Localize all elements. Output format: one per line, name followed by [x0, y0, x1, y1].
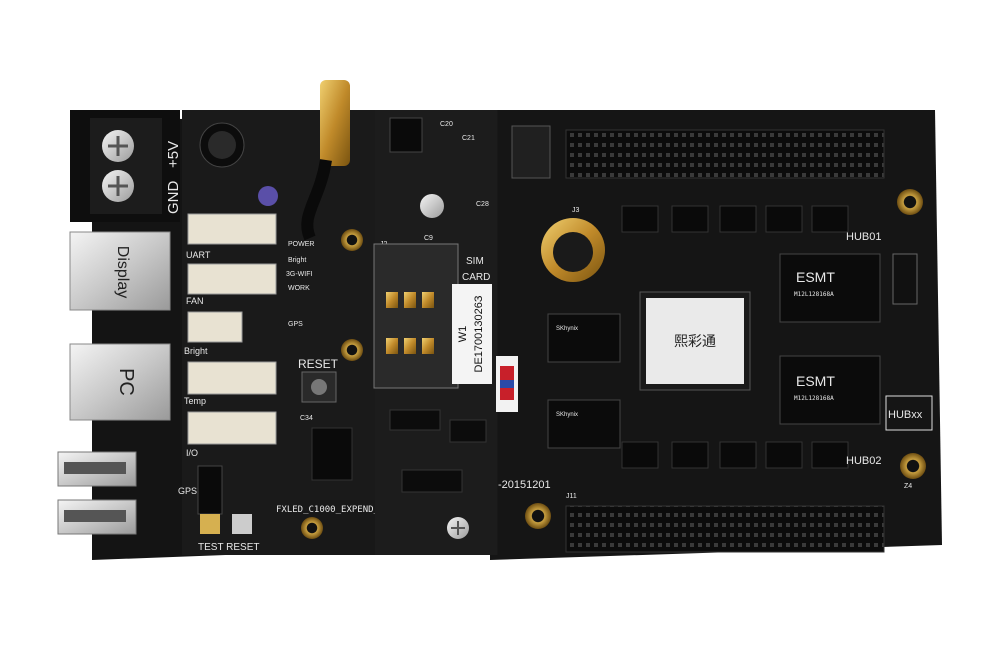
esmt-chip-upper: ESMT M12L128168A [779, 253, 881, 323]
bright-label: Bright [184, 346, 208, 356]
c20-label: C20 [440, 121, 453, 128]
sim-card-label: CARD [462, 272, 490, 283]
j3-label: J3 [572, 207, 580, 214]
hubxx-label: HUBxx [888, 409, 923, 421]
buffer-chip [719, 441, 757, 469]
sdram-chip-left-2: SKhynix [547, 399, 621, 449]
io-label: I/O [186, 448, 198, 458]
hub02-label: HUB02 [846, 455, 881, 467]
z4-label: Z4 [904, 483, 912, 490]
sticker-w1: W1 [457, 326, 469, 343]
chip-logo: 熙彩通 [674, 334, 716, 350]
esmt-brand: ESMT [796, 269, 835, 285]
test-reset-label: TEST RESET [198, 542, 260, 553]
mount-hole [900, 453, 926, 479]
bright-connector: Bright [184, 311, 243, 356]
antenna-connector [320, 80, 350, 166]
esmt-part: M12L128168A [794, 395, 834, 402]
power-terminal-block: GND +5V [70, 110, 182, 222]
c21-label: C21 [462, 135, 475, 142]
main-processor-chip: 熙彩通 [639, 291, 751, 391]
fan-connector: FAN [186, 263, 277, 306]
sticker-serial: DE170013026З [473, 295, 485, 372]
esmt-part: M12L128168A [794, 291, 834, 298]
temp-connector: Temp [184, 361, 277, 406]
buffer-chip [765, 441, 803, 469]
buffer-chip [719, 205, 757, 233]
usb-port-upper [57, 451, 137, 487]
mount-hole [525, 503, 551, 529]
buffer-chip [671, 441, 709, 469]
display-port-label: Display [114, 246, 131, 298]
usb-port-lower [57, 499, 137, 535]
audio-jack [511, 125, 551, 179]
c34-label: C34 [300, 415, 313, 422]
bright-led-label: Bright [288, 257, 306, 264]
plus5v-label: +5V [165, 141, 182, 168]
main-board-components: J11 J3 HUB01 HUB02 SKhynix SKhynix [496, 125, 933, 553]
soic-chip [311, 427, 353, 481]
hub01-label: HUB01 [846, 231, 881, 243]
io-connector: I/O [186, 411, 277, 458]
expend-label: FXLED_C1000_EXPEND_v22 [276, 505, 395, 515]
work-led-label: WORK [288, 285, 310, 292]
mount-hole [897, 189, 923, 215]
capacitor [420, 194, 444, 218]
esmt-chip-lower: ESMT M12L128168A [779, 355, 881, 425]
pc-port-label: PC [115, 368, 137, 396]
buffer-chip [811, 205, 849, 233]
gnd-label: GND [165, 181, 182, 215]
sim-card-holder[interactable] [373, 243, 459, 389]
sdram-brand: SKhynix [556, 326, 578, 332]
expansion-board: UART FAN Bright Temp I/O POWER Bright 3G… [178, 80, 395, 555]
temp-label: Temp [184, 396, 206, 406]
fan-label: FAN [186, 296, 204, 306]
wifi-led-label: 3G-WIFI [286, 271, 312, 278]
j11-header [565, 505, 885, 553]
small-capacitor [258, 186, 278, 206]
hubxx-box [885, 395, 933, 431]
serial-sticker [452, 284, 492, 384]
uart-label: UART [186, 250, 211, 260]
sdram-brand: SKhynix [556, 412, 578, 418]
sdram-chip-left: SKhynix [547, 313, 621, 363]
buffer-chip [811, 441, 849, 469]
display-rj45-port: Display [69, 231, 171, 311]
buffer-chip [671, 205, 709, 233]
mount-hole [341, 229, 363, 251]
date-label: -20151201 [498, 479, 551, 491]
mount-hole [341, 339, 363, 361]
regulator-chip [389, 117, 423, 153]
gps-jack-label: GPS [178, 486, 197, 496]
gps-led-label: GPS [288, 321, 303, 328]
power-led-label: POWER [288, 241, 314, 248]
reset-small-button[interactable] [232, 514, 252, 534]
uart-connector: UART [186, 213, 277, 260]
hub01-header [565, 129, 885, 179]
pin-header [892, 253, 918, 305]
test-button[interactable] [200, 514, 220, 534]
sim-board: C20 C21 C28 C9 J2 SIM CARD W1 DE17001302… [373, 110, 497, 555]
pc-rj45-port: PC [69, 343, 171, 421]
j11-label: J11 [566, 493, 577, 500]
gps-jack [197, 465, 223, 515]
buffer-chip [765, 205, 803, 233]
c28-label: C28 [476, 201, 489, 208]
buffer-chip [621, 205, 659, 233]
buffer-chip [621, 441, 659, 469]
esmt-brand: ESMT [796, 373, 835, 389]
reset-label: RESET [298, 357, 339, 371]
sim-title: SIM [466, 256, 484, 267]
mount-hole [301, 517, 323, 539]
c9-label: C9 [424, 235, 433, 242]
